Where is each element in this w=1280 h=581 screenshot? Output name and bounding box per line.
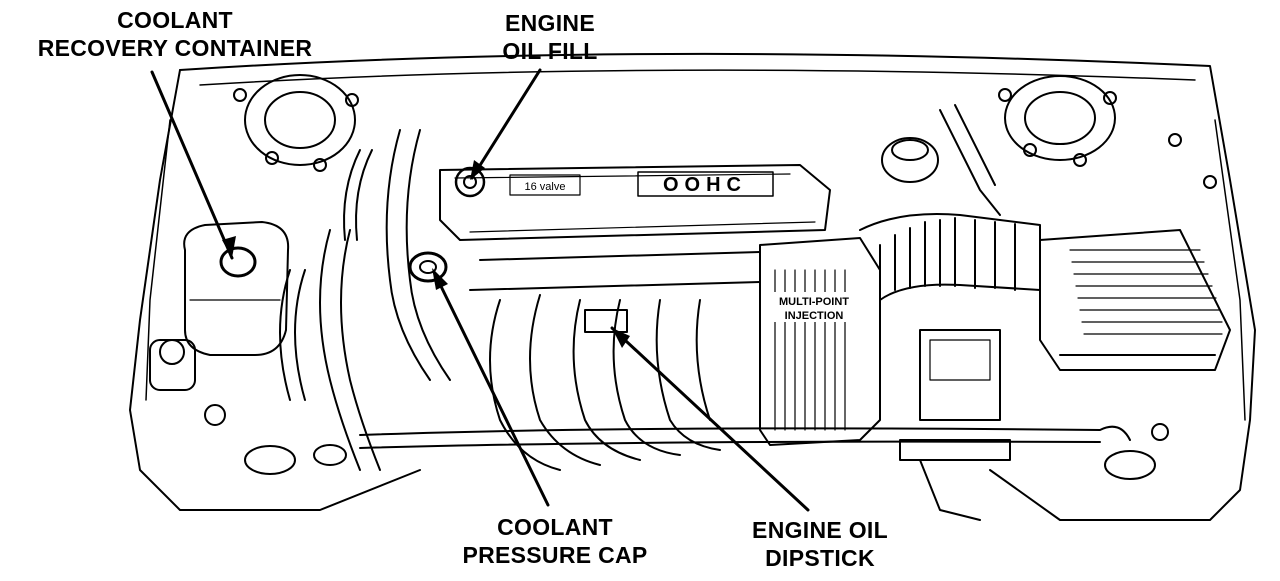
- engine-oil-dipstick-label: ENGINE OIL DIPSTICK: [720, 516, 920, 572]
- engine-oil-fill-label: ENGINE OIL FILL: [480, 9, 620, 65]
- intake-text-line2: INJECTION: [785, 310, 844, 322]
- leader-engine-oil-fill: [470, 68, 542, 180]
- air-intake-plenum: MULTI-POINT INJECTION: [759, 237, 881, 446]
- arrow-engine-oil-fill: [470, 160, 485, 180]
- engine-oil-fill-line2: OIL FILL: [502, 38, 598, 64]
- arrow-coolant-pressure-cap: [432, 268, 448, 290]
- coolant-recovery-container-label: COOLANT RECOVERY CONTAINER: [20, 6, 330, 62]
- coolant-pressure-cap: [408, 251, 448, 283]
- front-crossmember: [204, 404, 1169, 480]
- intake-text-line1: MULTI-POINT: [779, 296, 849, 308]
- left-strut-tower: [233, 74, 359, 172]
- valve-cover-brand-text: OOHC: [663, 174, 747, 196]
- coolant-pressure-cap-label: COOLANT PRESSURE CAP: [440, 513, 670, 569]
- coolant-recovery-line2: RECOVERY CONTAINER: [37, 35, 313, 61]
- valve-cover-small-text: 16 valve: [525, 181, 566, 193]
- air-intake-duct: [859, 213, 1041, 301]
- leader-coolant-recovery: [150, 70, 234, 260]
- engine-oil-dipstick-line1: ENGINE OIL: [752, 517, 888, 543]
- body-outline: [129, 52, 1256, 521]
- engine-oil-dipstick-line2: DIPSTICK: [765, 545, 875, 571]
- leader-coolant-pressure-cap: [432, 270, 550, 507]
- right-strut-tower: [998, 75, 1217, 189]
- air-cleaner-box: [1039, 229, 1231, 371]
- coolant-pressure-cap-line1: COOLANT: [497, 514, 613, 540]
- engine-oil-fill-line1: ENGINE: [505, 10, 595, 36]
- left-hoses: [279, 129, 451, 471]
- coolant-pressure-cap-line2: PRESSURE CAP: [462, 542, 648, 568]
- battery-module: [899, 329, 1011, 521]
- arrow-coolant-recovery: [222, 236, 236, 258]
- arrowheads: [222, 160, 630, 348]
- leader-engine-oil-dipstick: [610, 326, 810, 512]
- coolant-recovery-container: [149, 221, 290, 391]
- brake-reservoir: [881, 104, 1001, 216]
- leader-lines: [150, 68, 810, 512]
- arrow-engine-oil-dipstick: [612, 328, 630, 348]
- coolant-recovery-line1: COOLANT: [117, 7, 233, 33]
- valve-cover: 16 valve OOHC: [439, 164, 831, 241]
